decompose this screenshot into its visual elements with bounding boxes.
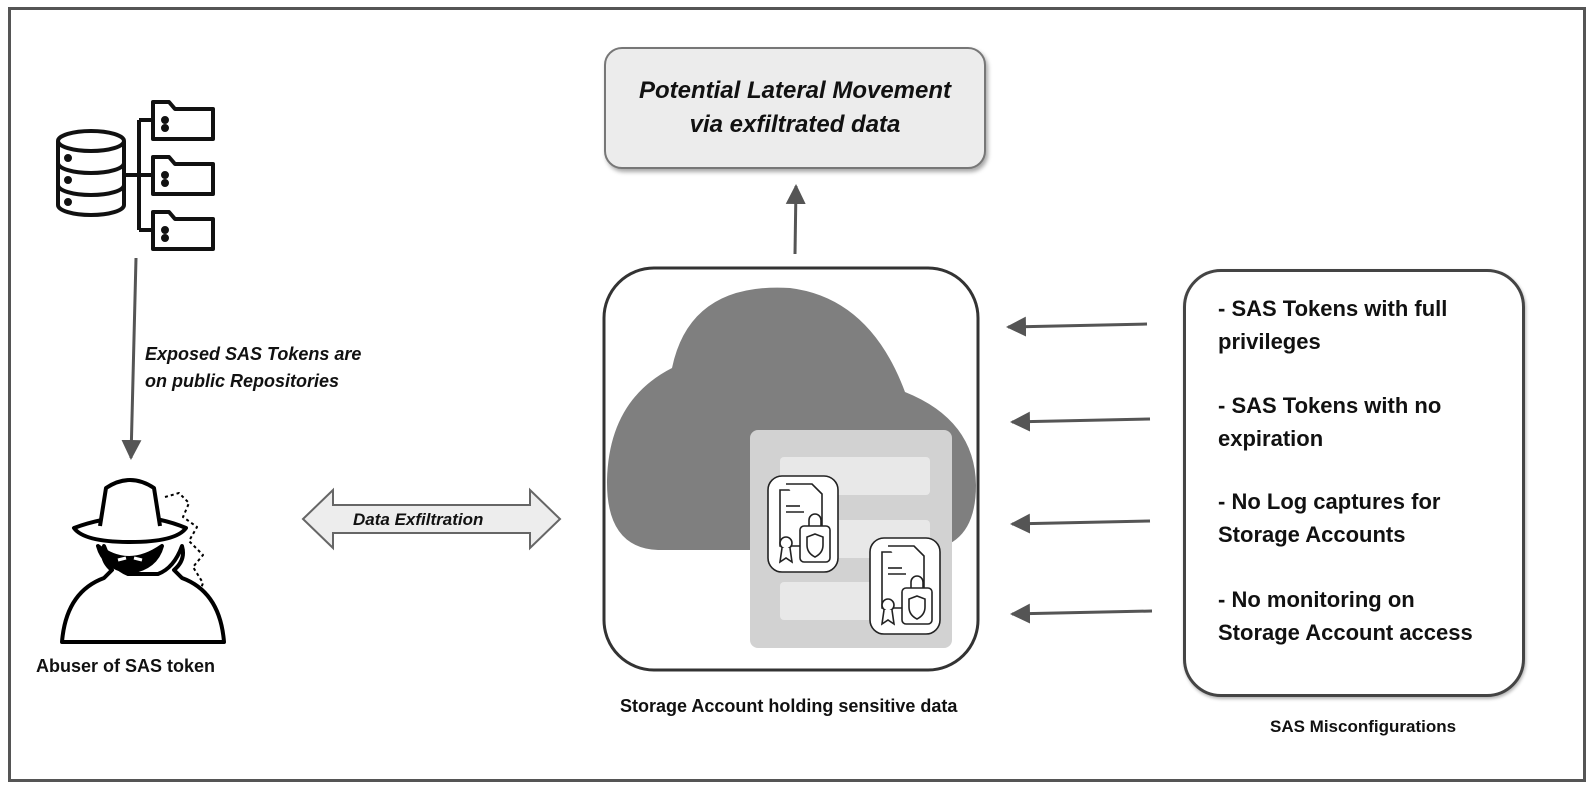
misconfiguration-arrows (1006, 316, 1153, 624)
lateral-movement-line1: Potential Lateral Movement (638, 77, 952, 104)
misconfig-item-line1: - SAS Tokens with no (1218, 393, 1442, 418)
misconfig-arrow-2 (1010, 411, 1151, 432)
misconfig-item: - SAS Tokens with no expiration (1218, 389, 1518, 455)
misconfig-item-line1: - SAS Tokens with full (1218, 296, 1448, 321)
hacker-icon (60, 478, 226, 644)
misconfig-arrow-1 (1006, 316, 1148, 337)
misconfig-item-line2: Storage Account access (1218, 620, 1473, 645)
abuser-label: Abuser of SAS token (36, 656, 216, 676)
exposed-note-line1: Exposed SAS Tokens are (145, 344, 362, 364)
misconfig-item-line2: privileges (1218, 329, 1321, 354)
misconfig-item-line2: Storage Accounts (1218, 522, 1406, 547)
exfiltration-label: Data Exfiltration (353, 510, 484, 529)
document-lock-icon (767, 475, 839, 573)
misconfig-arrow-3 (1010, 513, 1151, 534)
storage-account-label: Storage Account holding sensitive data (620, 696, 958, 716)
exposure-arrow (121, 257, 142, 460)
exposed-tokens-note: Exposed SAS Tokens are on public Reposit… (145, 341, 361, 395)
lateral-movement-line2: via exfiltrated data (689, 111, 901, 138)
misconfig-item: - No Log captures for Storage Accounts (1218, 485, 1518, 551)
misconfigurations-label: SAS Misconfigurations (1270, 717, 1457, 736)
misconfig-item: - No monitoring on Storage Account acces… (1218, 583, 1518, 649)
misconfig-item-line1: - No monitoring on (1218, 587, 1415, 612)
exfiltration-arrow (301, 487, 562, 551)
misconfig-item-line1: - No Log captures for (1218, 489, 1441, 514)
document-lock-icon (869, 537, 941, 635)
misconfig-arrow-4 (1010, 603, 1153, 624)
exposed-note-line2: on public Repositories (145, 371, 340, 391)
lateral-arrow (785, 184, 806, 255)
misconfig-item-line2: expiration (1218, 426, 1324, 451)
lateral-movement-box: Potential Lateral Movement via exfiltrat… (604, 47, 986, 169)
database-repository-icon (56, 100, 215, 251)
misconfigurations-box: - SAS Tokens with full privileges - SAS … (1183, 269, 1525, 697)
misconfig-item: - SAS Tokens with full privileges (1218, 292, 1518, 358)
